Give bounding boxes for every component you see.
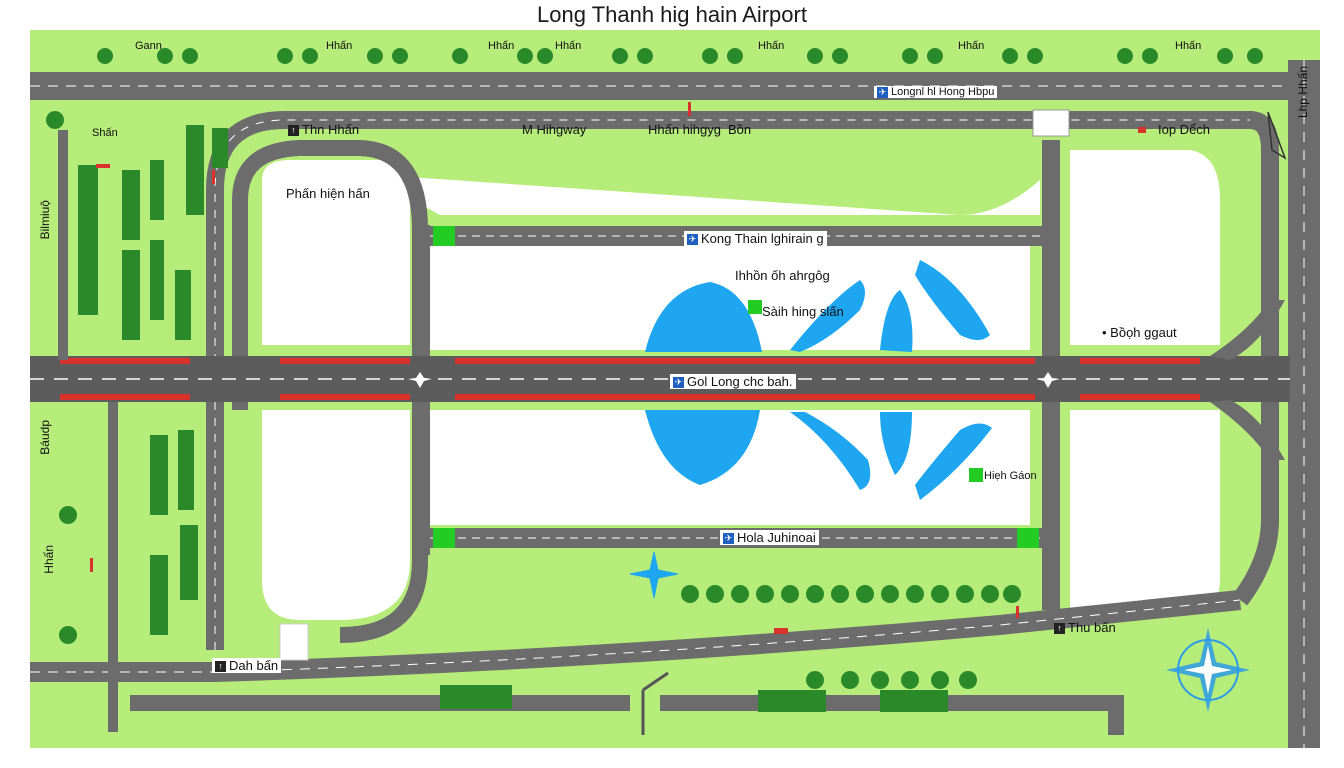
right-area-label[interactable]: • Bồọh ggaut [1102,325,1177,340]
airplane-icon: ✈ [877,86,888,98]
right-vertical-label: Lhp Hhấn [1296,66,1310,119]
left-vertical-label-2: Báudp [38,420,52,455]
top-road-label[interactable]: ✈Longnl hl Hong Hbpu [874,86,998,98]
left-road-lower [108,402,118,732]
map-title: Long Thanh hig hain Airport [537,2,807,27]
road-sign-icon: ↑ [215,661,226,673]
trees-top-row [97,48,1263,64]
cargo-label[interactable]: Hiẹh Gáon [984,470,1037,482]
road-sign-icon: ↑ [288,125,299,137]
apron-areas [262,150,1220,620]
compass-rose-icon [1166,628,1250,712]
green-markers [433,226,1039,548]
left-vertical-label-3: Hhấn [42,545,56,574]
parking-left-label[interactable]: Phấn hiện hấn [286,186,370,201]
red-pin-markers [90,102,1146,634]
road-label-mid2[interactable]: Hhấn hihgyg [648,122,721,137]
left-buildings [78,125,948,712]
bottom-taxi-label[interactable]: ✈Hola Juhinoai [720,530,819,545]
road-label-mid3[interactable]: Bồn [728,122,752,137]
road-sign-icon: ↑ [1054,623,1065,635]
bottom-left-label[interactable]: ↑Dah bấn [212,658,282,673]
airplane-icon: ✈ [673,377,684,389]
top-green-label-4: Hhấn [758,40,785,52]
top-green-label-1: Gann [135,40,162,52]
terminal-a-label[interactable]: Ihhồn ốh ahrgôg [735,268,830,283]
terminal-piers [645,260,992,500]
terminal-road-label[interactable]: ✈Kong Thain lghirain g [684,231,827,246]
inner-loop-road [232,140,428,643]
main-runway [30,300,1290,460]
terminal-b-label[interactable]: Sàih hing slấn [762,304,844,319]
street-light-icon [641,671,669,735]
left-road-outer [58,130,68,360]
road-label-left[interactable]: ↑Thn Hhấn [288,122,359,137]
airplane-icon [629,551,679,599]
airplane-icon: ✈ [723,533,734,545]
runway-label[interactable]: ✈Gol Long chc bah. [670,374,796,389]
road-label-right[interactable]: Iop Dểch [1158,122,1211,137]
top-highway [30,72,1290,100]
left-vertical-label-1: Bilmiuộ [38,200,52,240]
right-highway [1288,60,1320,748]
gate-building [279,623,309,661]
bottom-right-label[interactable]: ↑Thu bấn [1054,620,1116,635]
top-green-label-2: Hhấn [326,40,353,52]
top-green-label-7: Hhấn [488,40,515,52]
left-block-top-label: Shấn [92,127,118,139]
north-arrow-icon [1267,111,1287,160]
toll-building [1032,109,1070,137]
top-green-label-5: Hhấn [958,40,985,52]
road-label-mid1[interactable]: M Hihgway [522,122,587,137]
top-green-label-6: Hhấn [1175,40,1202,52]
top-green-label-3: Hhấn [555,40,582,52]
trees-bottom-row [46,111,1021,689]
airplane-icon [408,372,1060,388]
airplane-icon: ✈ [687,234,698,246]
